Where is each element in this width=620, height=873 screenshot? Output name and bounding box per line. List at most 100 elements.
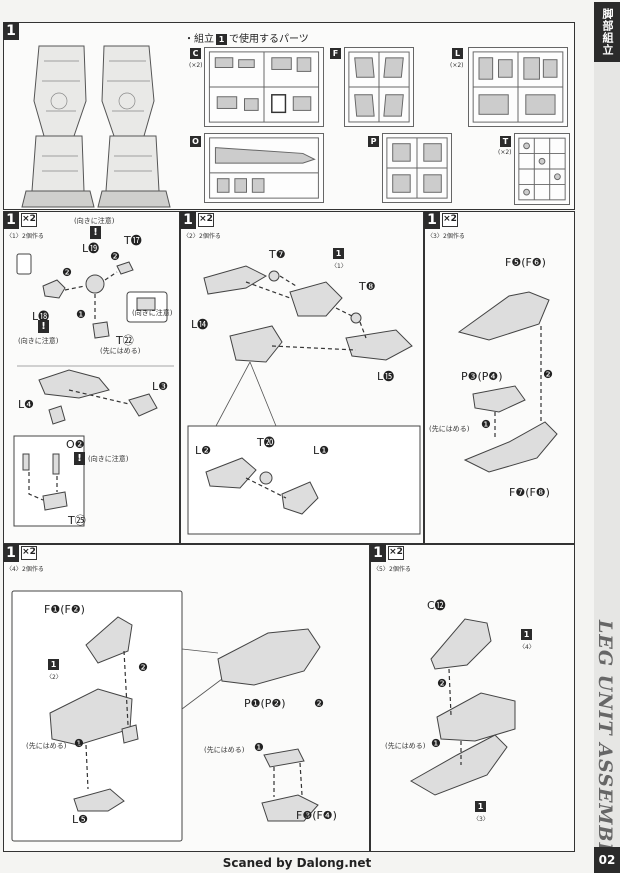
- caution-note: (向きに注意): [74, 217, 115, 225]
- part-label-t8: T❽: [359, 280, 376, 293]
- caution-icon: !: [90, 226, 101, 239]
- caution-note: (向きに注意): [18, 337, 59, 345]
- runner-letter-l: L: [452, 48, 463, 59]
- step-ref-icon: 1: [475, 801, 486, 812]
- step-sub-note: 2個作る: [199, 233, 221, 240]
- step-ref-icon: 1: [521, 629, 532, 640]
- part-label-p1: P❶(P❷): [244, 697, 286, 710]
- runner-letter-p: P: [368, 136, 379, 147]
- step-sub-number: 〈1〉: [6, 233, 22, 240]
- step-ref-sub: 〈2〉: [46, 674, 62, 681]
- part-label-p3: P❸(P❹): [461, 370, 503, 383]
- scan-credit: Scaned by Dalong.net: [222, 856, 372, 870]
- step-sub-number: 〈3〉: [427, 233, 443, 240]
- part-label-t25: T㉕: [68, 514, 86, 527]
- step-multiplier: ×2: [388, 546, 404, 560]
- step-panel-4: 1 ×2 〈4〉 2個作る F❶(F❷) 1: [3, 544, 370, 852]
- runner-letter-c: C: [190, 48, 201, 59]
- runner-f: [344, 47, 414, 127]
- arrow-step-2: ❷: [138, 661, 148, 674]
- step1-parts-diagram: [13, 253, 174, 527]
- runner-letter-t: T: [500, 136, 511, 147]
- arrow-step-1b: ❶: [254, 741, 264, 754]
- step-sub-number: 〈4〉: [6, 566, 22, 573]
- fit-first-note: (先にはめる): [429, 425, 470, 433]
- step2-parts-diagram: [187, 265, 421, 535]
- page-number: 02: [594, 847, 620, 873]
- arrow-step-2b: ❷: [110, 250, 120, 263]
- part-label-l4: L❹: [18, 398, 34, 411]
- part-label-t17: T⓱: [124, 234, 142, 247]
- part-label-l2: L❷: [195, 444, 211, 457]
- part-label-f1: F❶(F❷): [44, 603, 85, 616]
- step-sub-number: 〈2〉: [183, 233, 199, 240]
- arrow-step-1: ❶: [431, 737, 441, 750]
- runner-t: [514, 133, 570, 205]
- part-label-t7: T❼: [269, 248, 286, 261]
- step4-parts-diagram: [11, 590, 321, 842]
- step-number-badge: 1: [424, 211, 440, 229]
- side-band: [594, 62, 620, 873]
- runner-letter-f: F: [330, 48, 341, 59]
- step-number-badge: 1: [3, 211, 19, 229]
- step-ref-sub: 〈1〉: [331, 263, 347, 270]
- arrow-step-2: ❷: [543, 368, 553, 381]
- step-ref-icon: 1: [333, 248, 344, 259]
- arrow-step-1: ❶: [481, 418, 491, 431]
- runner-count-l: (×2): [450, 62, 464, 69]
- step-multiplier: ×2: [21, 213, 37, 227]
- step-panel-1: 1 ×2 〈1〉 2個作る (向きに注意) ! L⓳ T⓱: [3, 211, 180, 544]
- step-ref-icon: 1: [48, 659, 59, 670]
- part-label-l5: L❺: [72, 813, 88, 826]
- section-title: LEG UNIT ASSEMBLE: [594, 620, 616, 873]
- part-label-l3: L❸: [152, 380, 168, 393]
- step-sub-note: 2個作る: [389, 566, 411, 573]
- runner-o: [204, 133, 324, 203]
- part-label-c12: C⓬: [427, 599, 446, 612]
- part-label-l14: L⓮: [191, 318, 209, 331]
- part-label-t22: T㉒: [116, 334, 134, 347]
- fit-first-note: (先にはめる): [385, 742, 426, 750]
- part-label-f7: F❼(F❽): [509, 486, 550, 499]
- step-panel-2: 1 ×2 〈2〉 2個作る: [180, 211, 424, 544]
- part-label-t20: T⓴: [257, 436, 275, 449]
- arrow-step-1: ❶: [76, 308, 86, 321]
- step-ref-icon: 1: [216, 34, 227, 45]
- arrow-step-2: ❷: [62, 266, 72, 279]
- step-ref-sub: 〈3〉: [473, 816, 489, 823]
- arrow-step-2b: ❷: [314, 697, 324, 710]
- step-ref-sub: 〈4〉: [519, 644, 535, 651]
- fit-first-note: (先にはめる): [26, 742, 67, 750]
- step-number-badge: 1: [3, 22, 19, 40]
- caution-note: (向きに注意): [132, 309, 173, 317]
- part-label-l15: L⓯: [377, 370, 395, 383]
- step-sub-note: 2個作る: [443, 233, 465, 240]
- step3-parts-diagram: [457, 291, 558, 473]
- section-tab: 脚部組立: [594, 2, 620, 62]
- step-sub-number: 〈5〉: [373, 566, 389, 573]
- part-label-l19: L⓳: [82, 242, 100, 255]
- part-label-f3: F❸(F❹): [296, 809, 337, 822]
- step-panel-3: 1 ×2 〈3〉 2個作る F❺(F❻) P❸(P❹) ❷ ❶ (先にはめる) …: [424, 211, 575, 544]
- fit-first-note: (先にはめる): [100, 347, 141, 355]
- runner-letter-o: O: [190, 136, 201, 147]
- part-label-l1: L❶: [313, 444, 329, 457]
- leg-illustration: [21, 45, 171, 208]
- step5-parts-diagram: [409, 618, 516, 796]
- part-label-l18: L⓲: [32, 310, 50, 323]
- runner-count-t: (×2): [498, 149, 512, 156]
- step-multiplier: ×2: [442, 213, 458, 227]
- step-sub-note: 2個作る: [22, 566, 44, 573]
- caution-note: (向きに注意): [88, 455, 129, 463]
- step-number-badge: 1: [370, 544, 386, 562]
- fit-first-note: (先にはめる): [204, 746, 245, 754]
- caution-icon: !: [74, 452, 85, 465]
- part-label-o2: O❷: [66, 438, 85, 451]
- caution-icon: !: [38, 320, 49, 333]
- arrow-step-1: ❶: [74, 737, 84, 750]
- step-panel-5: 1 ×2 〈5〉 2個作る C⓬ 1 〈4〉 ❷ (先にはめる) ❶ 1 〈3〉: [370, 544, 575, 852]
- step-multiplier: ×2: [198, 213, 214, 227]
